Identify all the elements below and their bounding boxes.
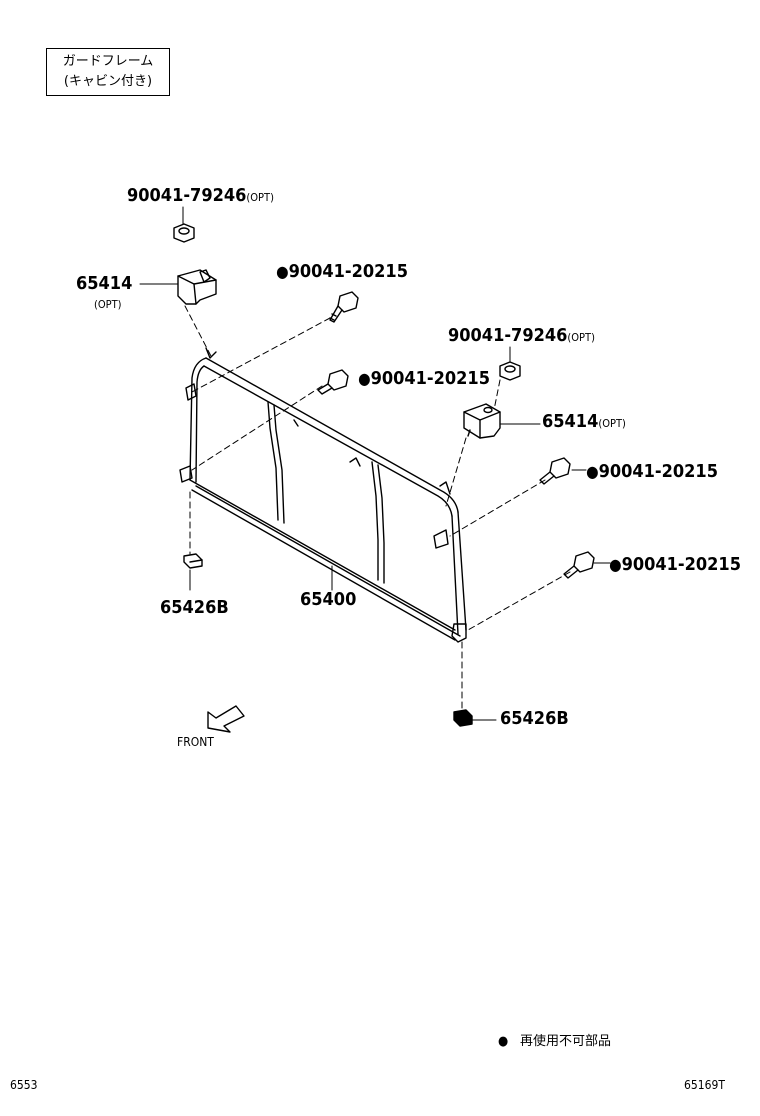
screw-1-drawing bbox=[329, 291, 359, 323]
screw-3-drawing bbox=[539, 457, 571, 485]
opt-note: (OPT) bbox=[598, 417, 626, 430]
label-frame: 65400 bbox=[300, 589, 356, 610]
title-line-1: ガードフレーム bbox=[62, 54, 154, 69]
pad-right-drawing bbox=[453, 709, 473, 727]
part-number: 90041-20215 bbox=[288, 261, 408, 282]
part-number: 65400 bbox=[300, 589, 357, 610]
part-number: 65426B bbox=[500, 708, 569, 729]
label-pad-left: 65426B bbox=[160, 597, 229, 618]
footer-right-code: 65169T bbox=[684, 1078, 725, 1092]
title-box: ガードフレーム (キャビン付き) bbox=[46, 48, 170, 96]
nut-top-right-drawing bbox=[499, 361, 521, 381]
non-reusable-bullet: ● bbox=[609, 555, 622, 574]
guard-frame bbox=[179, 347, 467, 643]
front-arrow-icon bbox=[207, 705, 245, 733]
label-screw-3: ●90041-20215 bbox=[586, 461, 718, 482]
legend-bullet: ● bbox=[498, 1034, 509, 1049]
label-nut-top-left: 90041-79246(OPT) bbox=[127, 185, 274, 206]
screw-2-drawing bbox=[317, 369, 349, 395]
label-screw-4: ●90041-20215 bbox=[609, 554, 741, 575]
part-number: 90041-79246 bbox=[127, 185, 247, 206]
footer-left-code: 6553 bbox=[10, 1078, 38, 1092]
label-nut-top-right: 90041-79246(OPT) bbox=[448, 325, 595, 346]
non-reusable-bullet: ● bbox=[358, 369, 371, 388]
legend: ● 再使用不可部品 bbox=[498, 1030, 611, 1049]
part-number: 65414 bbox=[542, 411, 599, 432]
opt-note: (OPT) bbox=[246, 191, 274, 204]
label-screw-1: ●90041-20215 bbox=[276, 261, 408, 282]
part-number: 90041-20215 bbox=[370, 368, 490, 389]
label-bracket-right: 65414(OPT) bbox=[542, 411, 626, 432]
screw-4-drawing bbox=[563, 551, 595, 579]
part-number: 90041-20215 bbox=[598, 461, 718, 482]
bracket-right-drawing bbox=[463, 403, 501, 439]
part-number: 90041-20215 bbox=[621, 554, 741, 575]
front-label: FRONT bbox=[177, 735, 214, 749]
label-pad-right: 65426B bbox=[500, 708, 569, 729]
non-reusable-bullet: ● bbox=[586, 462, 599, 481]
part-number: 65414 bbox=[76, 273, 133, 294]
label-screw-2: ●90041-20215 bbox=[358, 368, 490, 389]
nut-top-left-drawing bbox=[173, 223, 195, 243]
legend-text: 再使用不可部品 bbox=[519, 1034, 611, 1049]
non-reusable-bullet: ● bbox=[276, 262, 289, 281]
bracket-left-drawing bbox=[177, 269, 217, 305]
opt-note: (OPT) bbox=[567, 331, 595, 344]
label-bracket-left: 65414 bbox=[76, 273, 132, 294]
part-number: 65426B bbox=[160, 597, 229, 618]
pad-left-drawing bbox=[183, 553, 203, 569]
title-line-2: (キャビン付き) bbox=[63, 74, 153, 89]
part-number: 90041-79246 bbox=[448, 325, 568, 346]
opt-note-bracket-left: (OPT) bbox=[94, 298, 122, 311]
